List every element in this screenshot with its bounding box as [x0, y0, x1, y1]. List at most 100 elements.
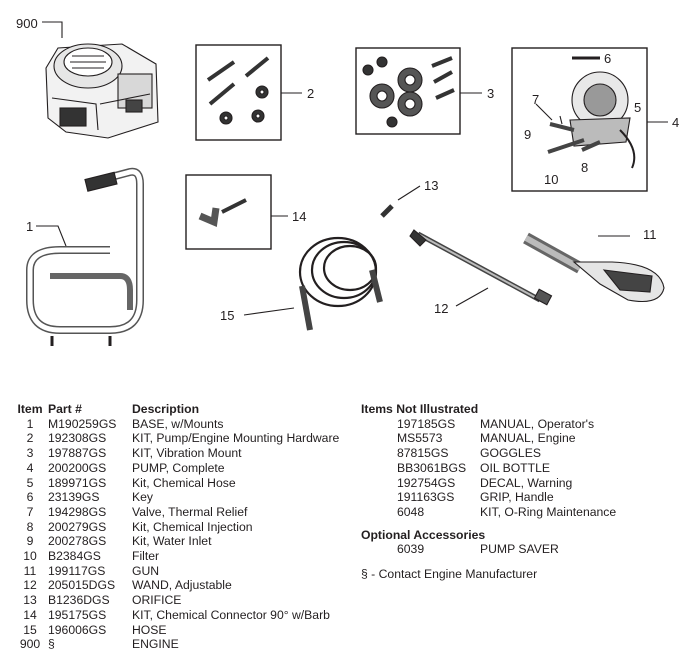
table-row: 1 M190259GS BASE, w/Mounts — [16, 417, 382, 432]
table-row: 15 196006GS HOSE — [16, 623, 382, 638]
part-description: PUMP, Complete — [132, 460, 225, 475]
engine-illustration — [42, 21, 159, 139]
callout-14: 14 — [292, 209, 306, 224]
list-item: MS5573 MANUAL, Engine — [361, 431, 680, 446]
part-description: MANUAL, Engine — [480, 431, 576, 446]
table-row: 9 200278GS Kit, Water Inlet — [16, 534, 382, 549]
list-item: BB3061BGS OIL BOTTLE — [361, 461, 680, 476]
callout-900: 900 — [16, 16, 38, 31]
part-number: 200279GS — [48, 519, 107, 534]
list-item: 87815GS GOGGLES — [361, 446, 680, 461]
item-number: 900 — [19, 637, 41, 652]
item-number: 5 — [26, 475, 34, 490]
table-row: 2 192308GS KIT, Pump/Engine Mounting Hardw… — [16, 431, 382, 446]
item-number: 7 — [26, 504, 34, 519]
table-row: 3 197887GS KIT, Vibration Mount — [16, 446, 382, 461]
item-number: 3 — [26, 446, 34, 461]
part-description: KIT, Pump/Engine Mounting Hardware — [132, 431, 340, 446]
part-description: HOSE — [132, 622, 167, 637]
part-number: 6039 — [397, 542, 425, 557]
part-number: 87815GS — [397, 446, 449, 461]
callout-15: 15 — [220, 308, 234, 323]
part-description: KIT, O-Ring Maintenance — [480, 504, 617, 519]
chemical-connector-illustration — [185, 174, 288, 250]
part-number: 197185GS — [397, 416, 456, 431]
part-number: 197887GS — [48, 446, 107, 461]
part-number: 199117GS — [48, 563, 106, 578]
hose-illustration — [243, 236, 383, 331]
item-number: 15 — [23, 622, 37, 637]
part-number: B2384GS — [48, 549, 101, 564]
part-description: WAND, Adjustable — [132, 578, 232, 593]
exploded-parts-diagram: 900 1 2 3 4 5 6 7 8 9 10 11 12 13 14 15 — [16, 16, 679, 346]
part-number: BB3061BGS — [397, 460, 467, 475]
optional-accessories-heading: Optional Accessories — [361, 527, 486, 542]
list-item: 6039 PUMP SAVER — [361, 542, 680, 557]
part-description: PUMP SAVER — [480, 542, 559, 557]
part-number-header: Part # — [48, 402, 82, 416]
item-number: 12 — [23, 578, 37, 593]
callout-10: 10 — [544, 172, 558, 187]
item-number: 10 — [23, 549, 37, 564]
list-item: 192754GS DECAL, Warning — [361, 476, 680, 491]
part-description: GRIP, Handle — [480, 490, 554, 505]
item-number: 11 — [23, 563, 37, 578]
part-number: 6048 — [397, 504, 425, 519]
part-description: ENGINE — [132, 637, 179, 652]
wand-illustration — [409, 229, 553, 307]
vibration-mount-illustration — [355, 47, 482, 135]
item-number: 9 — [26, 534, 34, 549]
part-number: 200278GS — [48, 534, 107, 549]
callout-1: 1 — [26, 219, 33, 234]
part-number: 195175GS — [48, 607, 107, 622]
callout-13: 13 — [424, 178, 438, 193]
item-number: 1 — [26, 416, 34, 431]
part-description: DECAL, Warning — [480, 475, 573, 490]
part-description: Valve, Thermal Relief — [132, 504, 248, 519]
callout-3: 3 — [487, 86, 494, 101]
part-description: MANUAL, Operator's — [480, 416, 595, 431]
description-header: Description — [132, 402, 200, 416]
footnote: § - Contact Engine Manufacturer — [361, 567, 538, 582]
part-number: 192754GS — [397, 475, 456, 490]
part-description: Kit, Chemical Hose — [132, 475, 236, 490]
part-number: 191163GS — [397, 490, 455, 505]
part-description: Kit, Water Inlet — [132, 534, 212, 549]
part-number: 196006GS — [48, 622, 107, 637]
part-number: 23139GS — [48, 490, 100, 505]
item-header: Item — [17, 402, 43, 416]
item-number: 4 — [26, 460, 34, 475]
callout-2: 2 — [307, 86, 314, 101]
part-number: 192308GS — [48, 431, 107, 446]
base-frame-illustration — [26, 167, 144, 346]
part-number: B1236DGS — [48, 593, 110, 608]
callout-6: 6 — [604, 51, 611, 66]
part-description: GUN — [132, 563, 160, 578]
list-item: 6048 KIT, O-Ring Maintenance — [361, 505, 680, 520]
callout-9: 9 — [524, 127, 531, 142]
table-row: 7 194298GS Valve, Thermal Relief — [16, 505, 382, 520]
part-number: MS5573 — [397, 431, 443, 446]
part-description: GOGGLES — [480, 446, 541, 461]
callout-4: 4 — [672, 115, 679, 130]
part-description: BASE, w/Mounts — [132, 416, 224, 431]
part-description: OIL BOTTLE — [480, 460, 550, 475]
part-number: 189971GS — [48, 475, 107, 490]
part-number: 194298GS — [48, 504, 107, 519]
callout-11: 11 — [643, 227, 657, 242]
table-row: 900§ENGINE — [16, 637, 382, 652]
item-number: 2 — [26, 431, 34, 446]
parts-table: Item Part # Description 1 M190259GS BASE, … — [16, 402, 382, 652]
item-number: 8 — [26, 519, 34, 534]
item-number: 13 — [23, 593, 37, 608]
part-description: KIT, Vibration Mount — [132, 446, 242, 461]
spray-gun-illustration — [523, 232, 665, 303]
part-description: Kit, Chemical Injection — [132, 519, 253, 534]
part-number: M190259GS — [48, 416, 117, 431]
table-row: 11 199117GS GUN — [16, 564, 382, 579]
